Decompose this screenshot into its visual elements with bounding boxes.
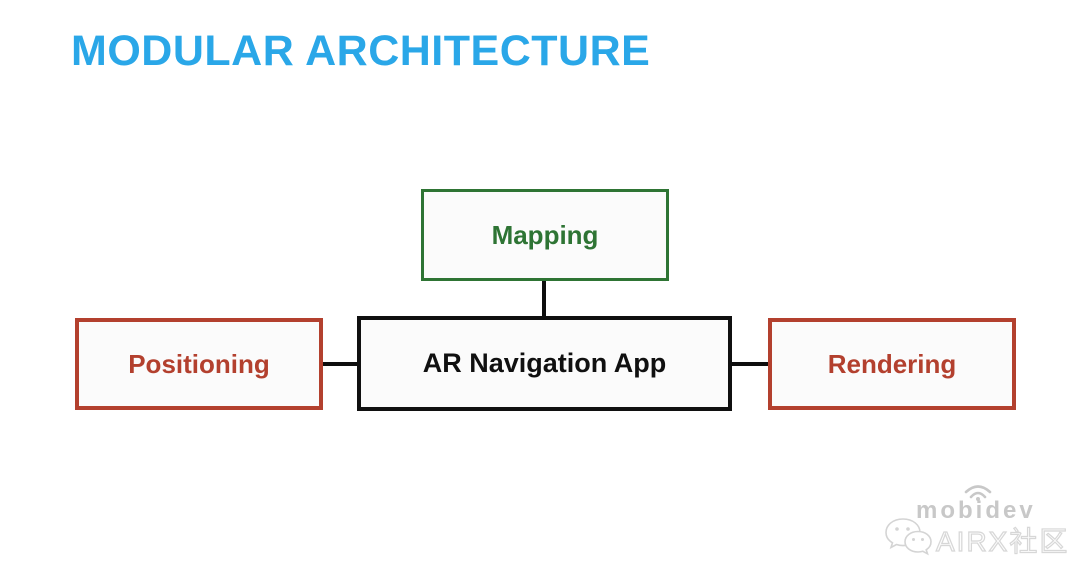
node-positioning: Positioning bbox=[75, 318, 323, 410]
connector-positioning-to-app bbox=[323, 362, 358, 366]
node-ar-navigation-app-label: AR Navigation App bbox=[422, 348, 667, 378]
watermark-community-row: AIRX社区 bbox=[882, 514, 1069, 565]
connector-app-to-rendering bbox=[731, 362, 769, 366]
wechat-icon bbox=[882, 514, 932, 565]
node-rendering-label: Rendering bbox=[827, 348, 957, 379]
node-positioning-label: Positioning bbox=[128, 348, 270, 379]
node-mapping: Mapping bbox=[421, 189, 669, 281]
node-rendering: Rendering bbox=[768, 318, 1016, 410]
watermark-brand: mobidev bbox=[916, 497, 1036, 524]
node-mapping-label: Mapping bbox=[491, 219, 599, 250]
wifi-signal-icon bbox=[956, 484, 1000, 506]
watermark-community: AIRX社区 bbox=[935, 525, 1070, 557]
node-ar-navigation-app: AR Navigation App bbox=[357, 316, 732, 411]
connector-mapping-to-app bbox=[542, 281, 546, 317]
page-title: MODULAR ARCHITECTURE bbox=[71, 27, 651, 75]
